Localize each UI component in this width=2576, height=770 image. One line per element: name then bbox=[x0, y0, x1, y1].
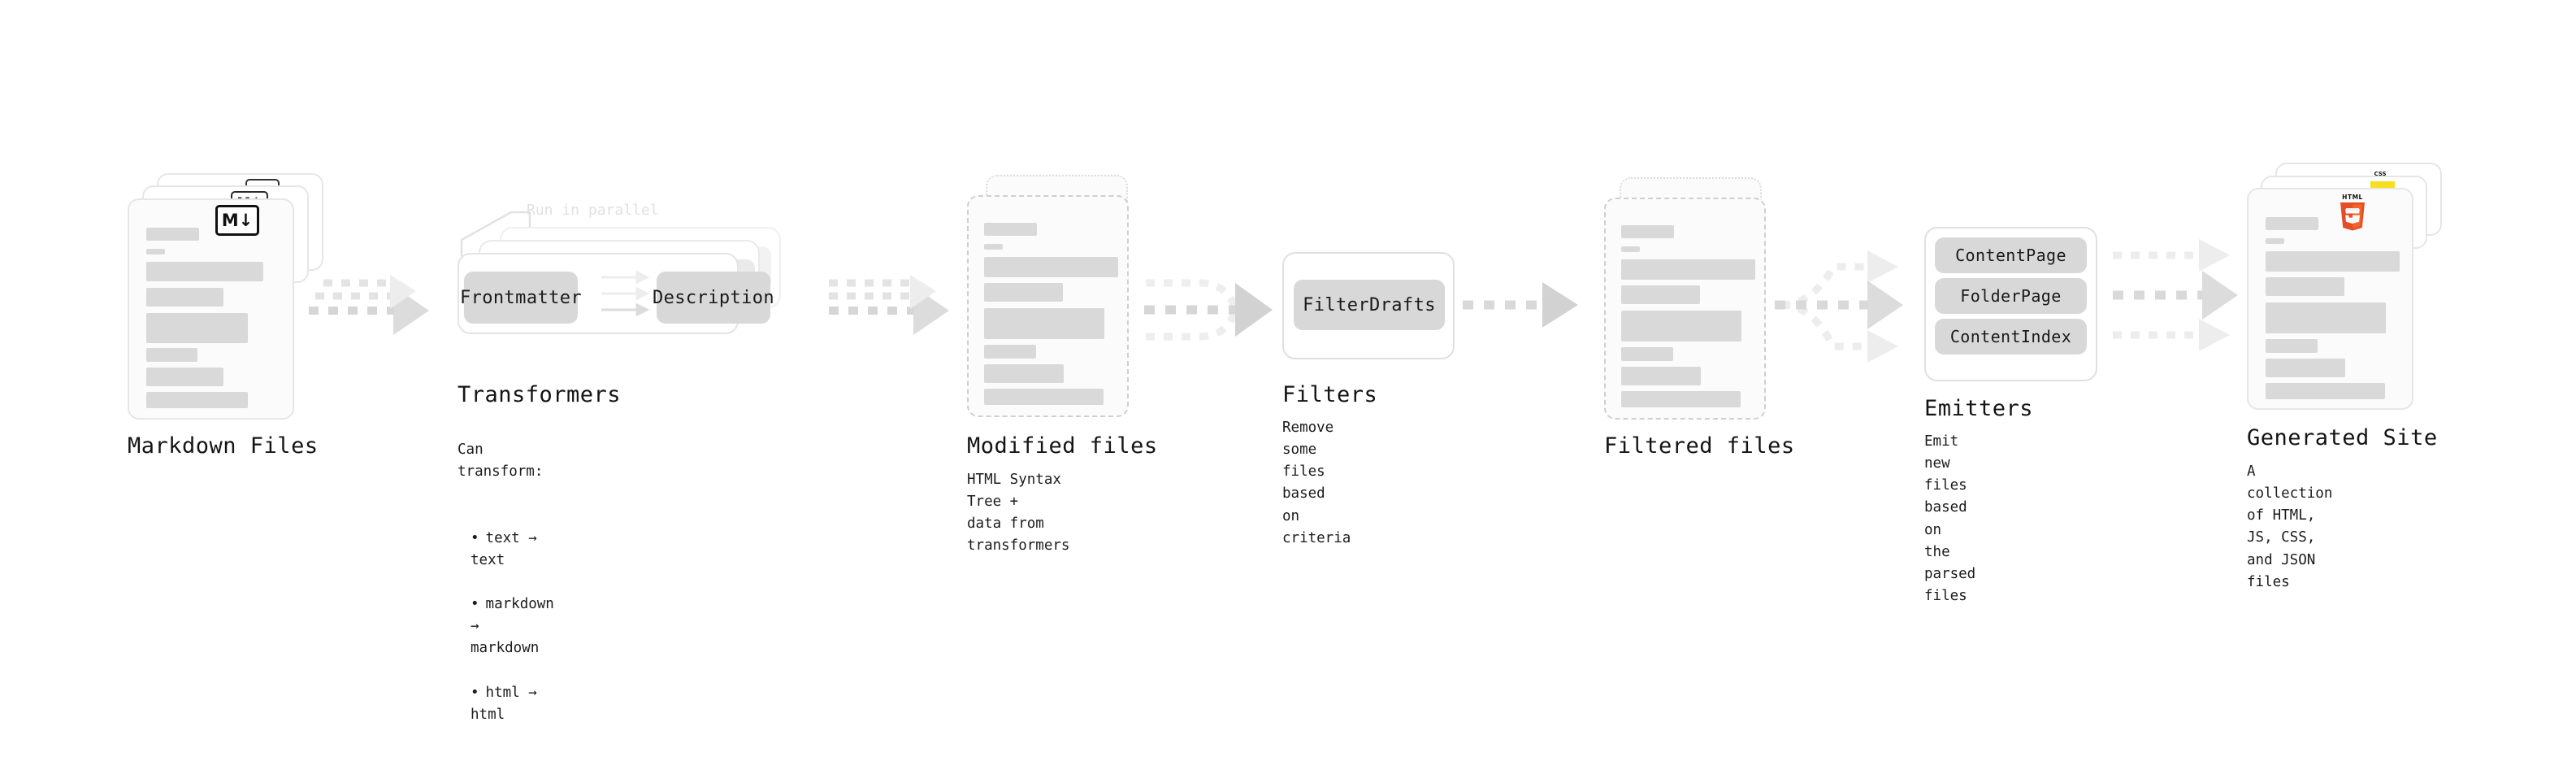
skeleton-line bbox=[146, 392, 248, 408]
skeleton-line bbox=[984, 283, 1063, 302]
html5-icon: HTML bbox=[2336, 193, 2369, 231]
skeleton-line bbox=[984, 389, 1104, 405]
skeleton-line bbox=[984, 345, 1036, 359]
list-item: html → html bbox=[471, 682, 554, 726]
skeleton-line bbox=[2266, 238, 2284, 244]
chip-frontmatter-label: Frontmatter bbox=[459, 287, 583, 308]
filtered-file-card-front bbox=[1604, 198, 1766, 420]
skeleton-line bbox=[2266, 251, 2400, 272]
modified-file-card-front bbox=[967, 195, 1129, 417]
skeleton-line bbox=[1621, 285, 1700, 304]
stage-title-markdown-files: Markdown Files bbox=[128, 433, 319, 459]
stage-title-generated-site: Generated Site bbox=[2247, 425, 2438, 450]
stage-title-transformers: Transformers bbox=[458, 382, 622, 407]
skeleton-line bbox=[984, 223, 1037, 236]
arrow-markdown-to-transformers bbox=[309, 275, 429, 335]
chip-contentindex-label: ContentIndex bbox=[1949, 327, 2072, 346]
markdown-icon-label: M bbox=[221, 210, 239, 230]
chip-filterdrafts-label: FilterDrafts bbox=[1303, 294, 1436, 315]
arrow-transformers-to-modified bbox=[829, 275, 949, 335]
skeleton-line bbox=[984, 364, 1064, 383]
list-item: text → text bbox=[471, 528, 554, 572]
modified-files-description: HTML Syntax Tree + data from transformer… bbox=[967, 472, 1070, 555]
arrow-modified-to-filters bbox=[1144, 279, 1273, 341]
markdown-icon: M↓ bbox=[215, 205, 259, 236]
list-item: markdown → markdown bbox=[471, 594, 554, 659]
site-file-card-html bbox=[2247, 188, 2413, 410]
skeleton-line bbox=[1621, 246, 1640, 252]
chip-contentpage-label: ContentPage bbox=[1955, 246, 2066, 265]
generated-site-description: A collection of HTML, JS, CSS, and JSON … bbox=[2247, 463, 2333, 590]
transformers-description-list: text → text markdown → markdown html → h… bbox=[458, 506, 554, 748]
chip-frontmatter[interactable]: Frontmatter bbox=[460, 272, 582, 324]
svg-text:CSS: CSS bbox=[2374, 171, 2386, 177]
chip-description[interactable]: Description bbox=[653, 272, 774, 324]
skeleton-line bbox=[1621, 259, 1755, 280]
transformers-description-heading: Can transform: bbox=[458, 442, 544, 481]
skeleton-line bbox=[984, 308, 1104, 339]
run-in-parallel-label: Run in parallel bbox=[527, 202, 659, 219]
skeleton-line bbox=[146, 228, 199, 241]
transformers-description: Can transform: text → text markdown → ma… bbox=[458, 417, 554, 770]
skeleton-line bbox=[146, 249, 165, 254]
skeleton-line bbox=[146, 348, 197, 362]
skeleton-line bbox=[1621, 311, 1741, 341]
chip-filterdrafts[interactable]: FilterDrafts bbox=[1294, 280, 1445, 330]
skeleton-line bbox=[2266, 217, 2318, 230]
skeleton-line bbox=[1621, 347, 1673, 361]
chip-folderpage[interactable]: FolderPage bbox=[1935, 278, 2087, 314]
stage-title-filtered-files: Filtered files bbox=[1604, 433, 1795, 459]
transformer-inner-arrows bbox=[601, 270, 650, 317]
skeleton-line bbox=[984, 257, 1118, 277]
chip-contentindex[interactable]: ContentIndex bbox=[1935, 319, 2087, 355]
skeleton-line bbox=[2266, 277, 2344, 296]
markdown-file-card-front bbox=[128, 198, 294, 420]
skeleton-line bbox=[146, 262, 263, 281]
skeleton-line bbox=[1621, 225, 1674, 238]
skeleton-line bbox=[1621, 391, 1741, 407]
skeleton-line bbox=[2266, 302, 2386, 333]
skeleton-line bbox=[1621, 367, 1701, 385]
svg-text:HTML: HTML bbox=[2342, 194, 2363, 201]
filters-description: Remove some files based on criteria bbox=[1282, 420, 1351, 546]
stage-title-modified-files: Modified files bbox=[967, 433, 1158, 459]
chip-description-label: Description bbox=[652, 287, 775, 308]
skeleton-line bbox=[2266, 383, 2385, 399]
chip-contentpage[interactable]: ContentPage bbox=[1935, 237, 2087, 273]
arrow-emitters-to-site bbox=[2113, 239, 2238, 351]
skeleton-line bbox=[146, 368, 223, 386]
skeleton-line bbox=[146, 313, 248, 343]
arrow-filtered-to-emitters bbox=[1775, 250, 1903, 363]
stage-title-filters: Filters bbox=[1282, 382, 1378, 407]
arrow-filters-to-filtered bbox=[1463, 282, 1578, 328]
emitters-description: Emit new files based on the parsed files bbox=[1924, 433, 1976, 604]
skeleton-line bbox=[2266, 339, 2318, 353]
pipeline-diagram: M↓ M↓ M↓ Markdown Files bbox=[0, 0, 2576, 681]
skeleton-line bbox=[146, 288, 223, 307]
skeleton-line bbox=[984, 244, 1003, 250]
run-in-parallel-bracket bbox=[460, 211, 531, 256]
skeleton-line bbox=[2266, 359, 2345, 377]
chip-folderpage-label: FolderPage bbox=[1960, 286, 2062, 306]
stage-title-emitters: Emitters bbox=[1924, 396, 2034, 421]
